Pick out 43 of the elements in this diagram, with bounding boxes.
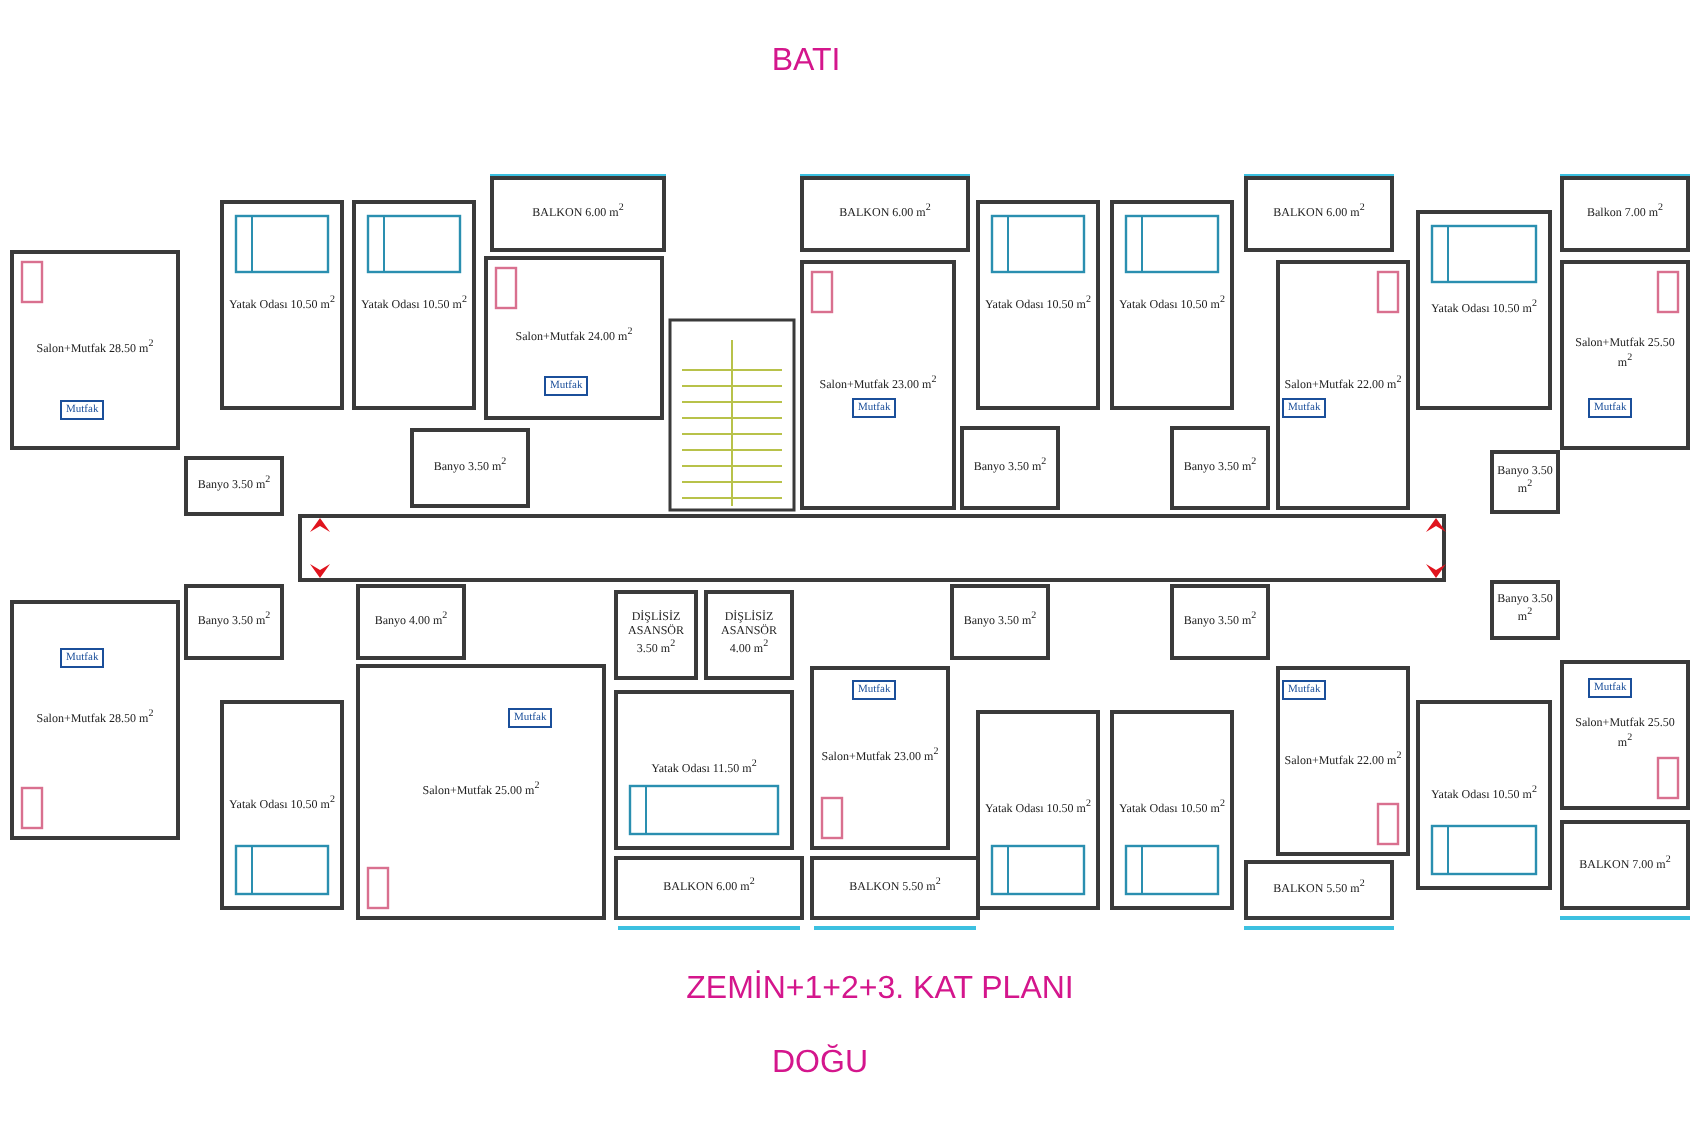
room-outline	[1170, 584, 1270, 660]
room-outline	[1244, 860, 1394, 920]
room-outline	[810, 666, 950, 850]
room-outline	[950, 584, 1050, 660]
room-outline	[614, 590, 698, 680]
room-outline	[614, 856, 804, 920]
room-outline	[1560, 820, 1690, 910]
room-outline	[356, 664, 606, 920]
room-outline	[810, 856, 980, 920]
room-outline	[1416, 210, 1552, 410]
room-outline	[1244, 176, 1394, 252]
room-outline	[410, 428, 530, 508]
room-outline	[1276, 666, 1410, 856]
room-outline	[10, 600, 180, 840]
room-outline	[10, 250, 180, 450]
room-outline	[184, 584, 284, 660]
room-outline	[1490, 450, 1560, 514]
room-outline	[614, 690, 794, 850]
room-outline	[484, 256, 664, 420]
room-outline	[800, 176, 970, 252]
room-outline	[1170, 426, 1270, 510]
room-outline	[184, 456, 284, 516]
room-outline	[1560, 660, 1690, 810]
direction-label: BATI	[771, 44, 841, 80]
room-outline	[356, 584, 466, 660]
room-outline	[960, 426, 1060, 510]
plan-title: ZEMİN+1+2+3. KAT PLANI	[686, 972, 1074, 1008]
room-outline	[1490, 580, 1560, 640]
direction-label: DOĞU	[772, 1046, 868, 1082]
room-outline	[1560, 176, 1690, 252]
room-outline	[976, 710, 1100, 910]
room-outline	[1110, 200, 1234, 410]
room-outline	[1416, 700, 1552, 890]
room-outline	[976, 200, 1100, 410]
room-outline	[352, 200, 476, 410]
room-outline	[704, 590, 794, 680]
room-outline	[220, 700, 344, 910]
room-outline	[800, 260, 956, 510]
room-outline	[1110, 710, 1234, 910]
room-outline	[1276, 260, 1410, 510]
room-outline	[1560, 260, 1690, 450]
room-outline	[490, 176, 666, 252]
room-outline	[220, 200, 344, 410]
